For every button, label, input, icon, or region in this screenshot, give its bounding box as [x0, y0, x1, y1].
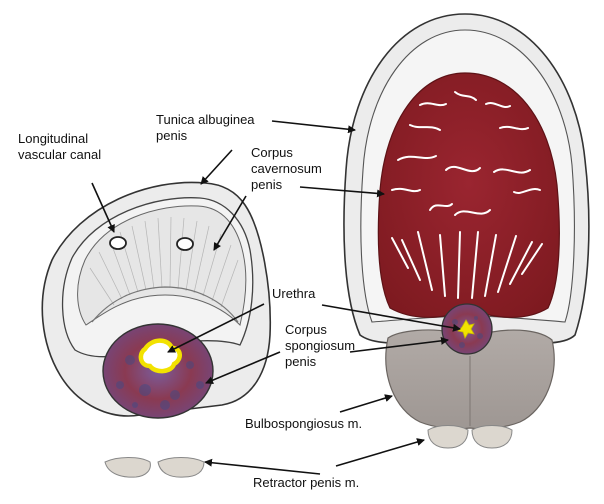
label-corpus-cavernosum: Corpus cavernosum penis: [251, 145, 322, 192]
left-cavernosum-striations: [89, 216, 239, 308]
arrow-tunica-right: [271, 120, 356, 134]
arrow-longitudinal-canal: [91, 182, 115, 233]
left-cross-section: [41, 181, 272, 478]
label-tunica-albuginea: Tunica albuginea penis: [156, 112, 255, 143]
label-longitudinal-vascular-canal: Longitudinal vascular canal: [18, 131, 102, 162]
leader-arrows: [91, 120, 461, 475]
label-retractor-penis: Retractor penis m.: [253, 475, 360, 490]
arrow-tunica-left: [200, 149, 233, 185]
arrow-cavernosum-right: [299, 186, 385, 198]
left-vascular-canal-right: [176, 237, 194, 251]
label-urethra: Urethra: [272, 286, 316, 301]
left-vascular-canal-left: [109, 236, 127, 250]
right-retractor-muscle-left: [427, 425, 469, 449]
left-retractor-muscle-left: [104, 457, 151, 478]
arrow-spongiosum-left: [205, 351, 281, 384]
arrow-cavernosum-left: [213, 195, 247, 251]
arrow-bulbospongiosus: [339, 394, 393, 413]
arrow-retractor-left: [204, 458, 321, 475]
left-spongiosum-texture: [116, 355, 204, 410]
label-corpus-spongiosum: Corpus spongiosum penis: [285, 322, 356, 369]
arrow-retractor-right: [335, 438, 425, 467]
right-retractor-muscle-right: [471, 425, 513, 449]
right-cavernosum-trabeculae: [391, 91, 543, 299]
arrow-spongiosum-right: [349, 336, 449, 353]
arrow-urethra-right: [321, 304, 461, 332]
left-retractor-muscle-right: [157, 457, 205, 478]
left-cavernosum-arch: [91, 286, 239, 323]
right-cross-section: [343, 13, 590, 449]
label-bulbospongiosus: Bulbospongiosus m.: [245, 416, 363, 431]
arrow-urethra-left: [167, 303, 265, 353]
right-spongiosum-texture: [452, 316, 483, 348]
